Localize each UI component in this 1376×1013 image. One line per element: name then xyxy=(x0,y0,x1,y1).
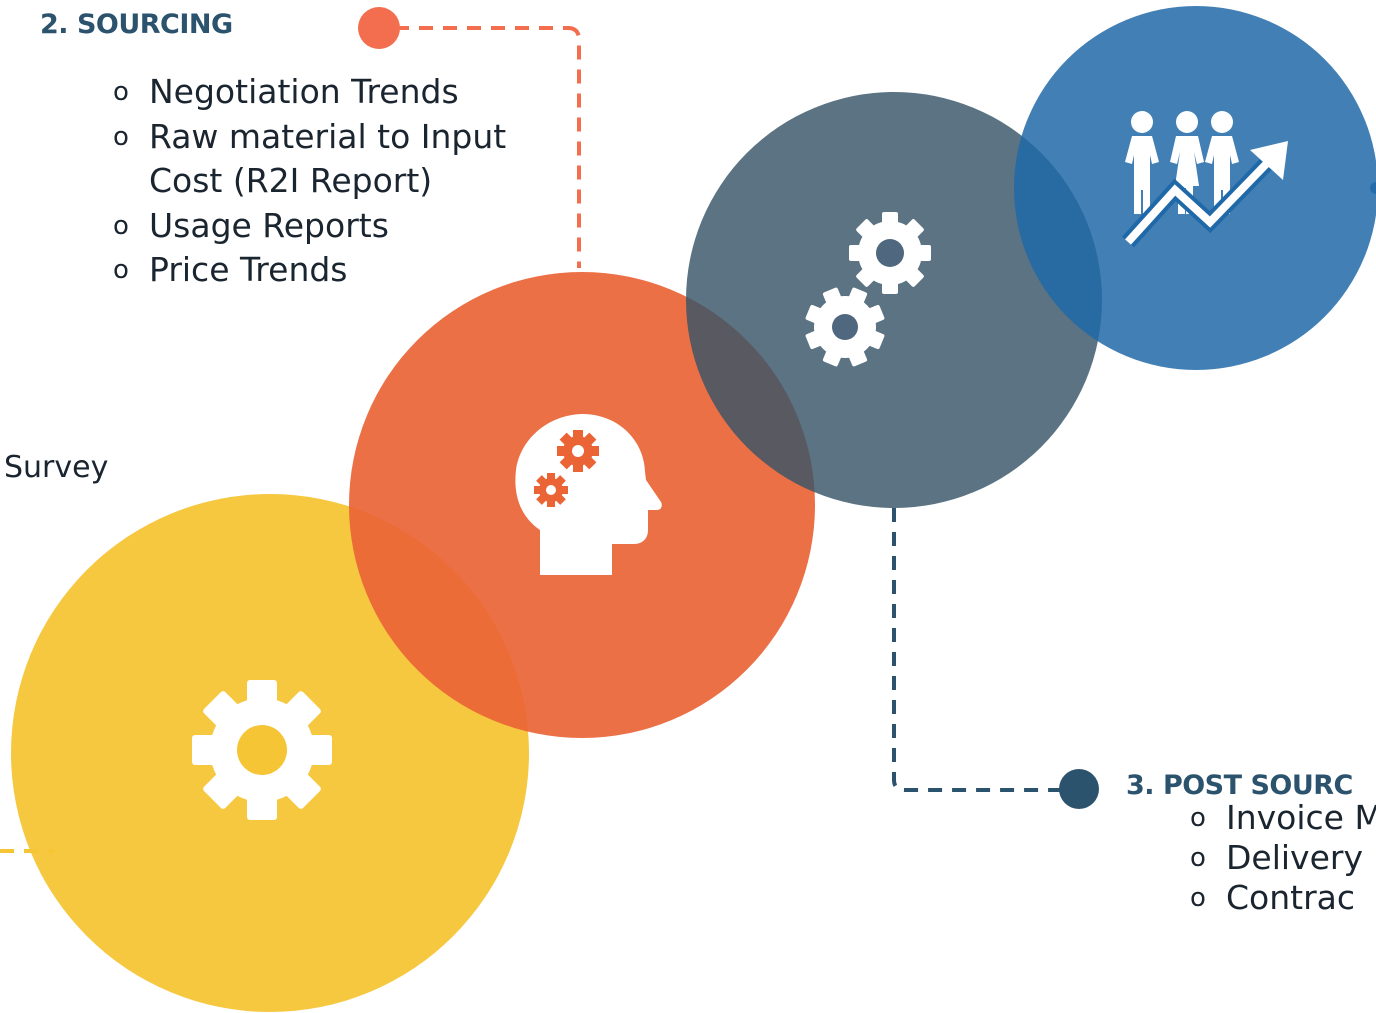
list-item: Invoice M xyxy=(1186,798,1376,838)
list-item: Negotiation Trends xyxy=(109,70,539,115)
post-sourcing-connector xyxy=(892,508,1099,809)
list-item: Contrac xyxy=(1186,878,1376,918)
list-item: Delivery xyxy=(1186,838,1376,878)
two-gears-icon xyxy=(805,212,931,367)
list-item: Raw material to Input Cost (R2I Report) xyxy=(109,115,539,204)
post-sourcing-connector-line xyxy=(892,508,1062,792)
post-sourcing-connector-dot xyxy=(1059,769,1099,809)
head-with-gears-icon xyxy=(515,414,662,575)
stage-circle-blue-edge xyxy=(1370,182,1376,194)
post-sourcing-list: Invoice M Delivery Contrac xyxy=(1186,798,1376,918)
sourcing-connector-dot xyxy=(358,7,400,49)
sourcing-connector xyxy=(358,7,581,268)
list-item: Price Trends xyxy=(109,248,539,293)
sourcing-connector-vertical xyxy=(567,26,581,268)
pre-sourcing-text: Survey xyxy=(4,450,109,485)
gear-icon xyxy=(192,680,332,820)
sourcing-list: Negotiation Trends Raw material to Input… xyxy=(109,70,539,293)
stage-circle-blue xyxy=(1014,6,1376,370)
list-item: Usage Reports xyxy=(109,204,539,249)
sourcing-heading: 2. SOURCING xyxy=(40,9,233,40)
stage-circle-slate xyxy=(686,92,1102,508)
post-sourcing-heading: 3. POST SOURC xyxy=(1126,770,1353,801)
people-growth-arrow-icon xyxy=(1122,111,1288,248)
